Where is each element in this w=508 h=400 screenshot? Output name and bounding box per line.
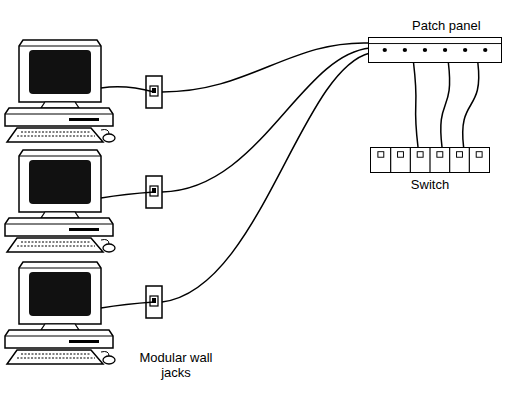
switch-divider bbox=[410, 148, 411, 172]
network-cable bbox=[101, 43, 370, 308]
panel-port bbox=[483, 48, 487, 52]
panel-port bbox=[463, 48, 467, 52]
port-detail bbox=[369, 38, 501, 62]
switch-divider bbox=[469, 148, 470, 172]
network-switch: Switch bbox=[370, 147, 490, 192]
computer bbox=[5, 40, 115, 142]
switch-port bbox=[476, 152, 482, 158]
panel-port bbox=[383, 48, 387, 52]
switch-port bbox=[457, 152, 463, 158]
computer bbox=[5, 150, 115, 252]
network-switch-body bbox=[370, 147, 490, 173]
patch-panel: Patch panel bbox=[368, 18, 502, 63]
switch-port bbox=[378, 152, 384, 158]
port-detail bbox=[371, 148, 489, 172]
patch-cable bbox=[414, 63, 418, 147]
patch-cable bbox=[441, 63, 450, 147]
switch-port bbox=[417, 152, 423, 158]
switch-divider bbox=[449, 148, 450, 172]
switch-divider bbox=[429, 148, 430, 172]
switch-port bbox=[437, 152, 443, 158]
patch-cable bbox=[463, 63, 479, 147]
patch-panel-body bbox=[368, 37, 502, 63]
node-label: Switch bbox=[370, 173, 490, 192]
part-label: Modular wall jacks bbox=[128, 350, 224, 380]
panel-port bbox=[443, 48, 447, 52]
switch-divider bbox=[390, 148, 391, 172]
computer bbox=[5, 262, 115, 364]
panel-port bbox=[423, 48, 427, 52]
switch-port bbox=[398, 152, 404, 158]
panel-port bbox=[403, 48, 407, 52]
panel-edge bbox=[369, 43, 501, 44]
node-label: Patch panel bbox=[368, 18, 502, 37]
